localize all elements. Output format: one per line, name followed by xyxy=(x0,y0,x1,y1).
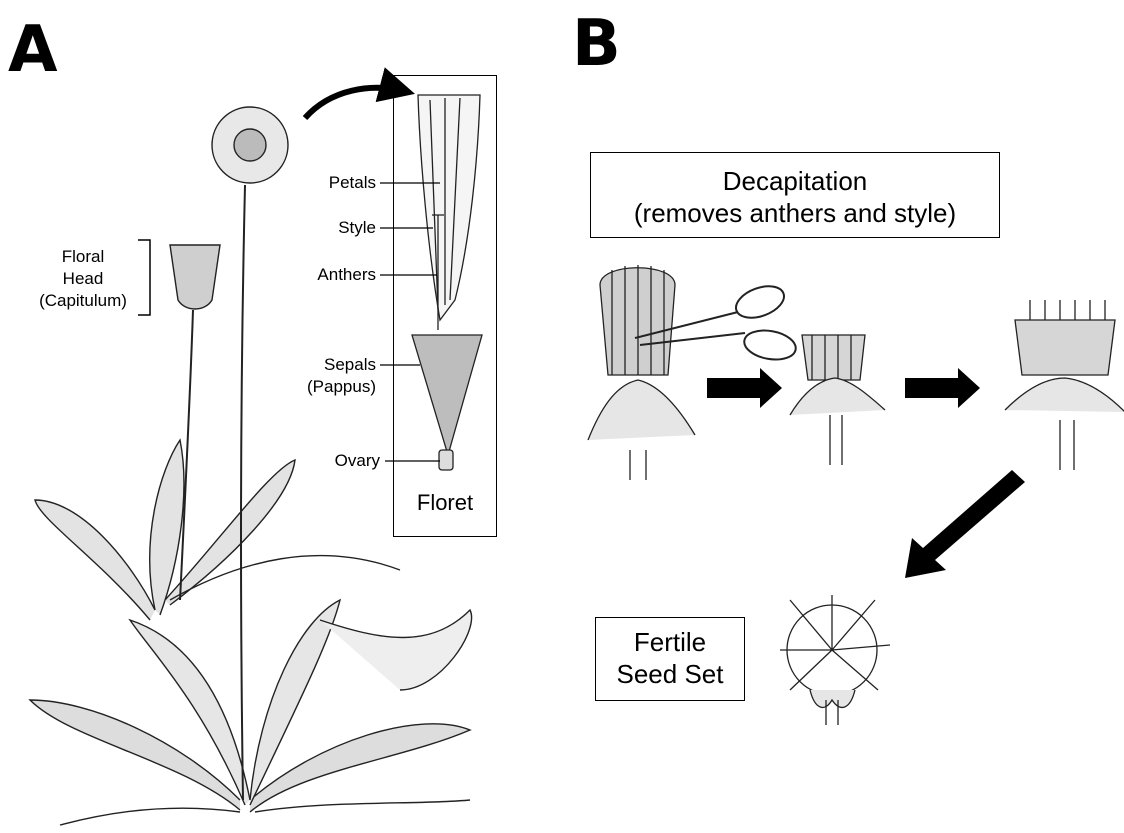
floret-frame xyxy=(393,75,497,537)
sepals-label: Sepals (Pappus) xyxy=(290,354,376,398)
intact-head-drawing xyxy=(588,265,695,480)
seed-head-drawing xyxy=(780,595,890,725)
arrow-regrowth-step xyxy=(905,368,980,408)
floral-head-label: Floral Head (Capitulum) xyxy=(28,246,138,312)
anthers-label: Anthers xyxy=(290,264,376,286)
style-label: Style xyxy=(290,217,376,239)
ovary-label: Ovary xyxy=(290,450,380,472)
arrow-decapitation-step xyxy=(707,368,782,408)
regrown-head-drawing xyxy=(1005,300,1124,470)
decapitated-head-drawing xyxy=(790,335,885,465)
arrow-to-seed-set xyxy=(905,470,1025,578)
floral-head-bracket xyxy=(138,240,150,315)
decapitation-box: Decapitation (removes anthers and style) xyxy=(590,152,1000,238)
floret-title: Floret xyxy=(393,492,497,514)
petals-label: Petals xyxy=(290,172,376,194)
fertile-seed-set-box: Fertile Seed Set xyxy=(595,617,745,701)
